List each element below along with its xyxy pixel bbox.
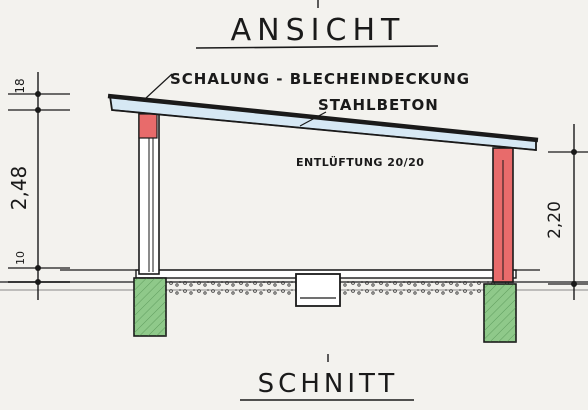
left-dim-dot-2 — [35, 107, 41, 113]
left-dim-dot-3 — [35, 265, 41, 271]
leader-roof-cover — [145, 73, 173, 99]
right-dim-dot-2 — [571, 281, 577, 287]
label-roof-slab: STAHLBETON — [318, 96, 439, 114]
drain-pit — [295, 273, 341, 307]
label-roof-cover: SCHALUNG - BLECHEINDECKUNG — [170, 70, 470, 88]
drawing-title: ANSICHT — [231, 13, 406, 48]
dim-left-top: 18 — [13, 78, 27, 93]
drawing-subtitle: SCHNITT — [258, 369, 399, 399]
left-footing-hatch — [134, 278, 166, 336]
dim-left-mid: 2,48 — [7, 166, 31, 211]
dim-left-bottom: 10 — [14, 251, 27, 265]
leader-slab — [299, 111, 327, 127]
right-dim-dot-1 — [571, 149, 577, 155]
label-vent: ENTLÜFTUNG 20/20 — [296, 155, 424, 169]
right-footing-hatch — [484, 284, 516, 342]
dim-right: 2,20 — [545, 201, 565, 239]
left-column-cap — [138, 113, 158, 139]
roof-cover-line — [107, 93, 539, 143]
left-dim-dot-1 — [35, 91, 41, 97]
title-underline — [195, 45, 439, 49]
roof-underside — [111, 109, 537, 151]
left-dim-dot-4 — [35, 279, 41, 285]
